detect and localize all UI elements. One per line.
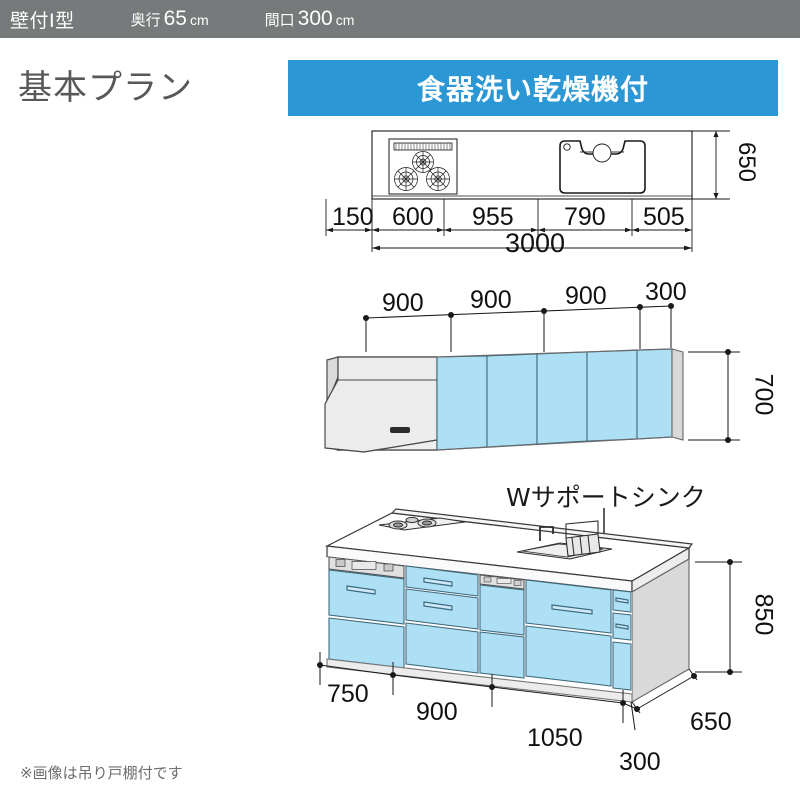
plan-segment-150: 150 [332, 203, 374, 231]
base-drawer-lower [405, 622, 479, 674]
plan-segment-600: 600 [392, 203, 434, 231]
header-depth-group: 奥行 65 cm [109, 7, 209, 31]
header-width-unit: cm [335, 12, 355, 28]
wall-cabinet-door [636, 348, 673, 440]
dishwasher-door [479, 584, 525, 636]
base-drawer-right-upper [612, 589, 632, 613]
header-width-label: 間口 [264, 12, 295, 29]
plan-title: 基本プラン [18, 68, 193, 108]
base-depth-label: 650 [690, 708, 732, 736]
wall-segment-900-c: 900 [565, 282, 607, 310]
wall-cabinet-height-dimension [688, 349, 740, 443]
plan-total-label: 3000 [505, 228, 566, 258]
wall-cabinet-door [486, 353, 538, 448]
base-door-lower-left [328, 617, 405, 669]
oven-control-panel [328, 556, 405, 579]
base-door-oven [328, 569, 405, 625]
wall-height-label: 700 [749, 373, 778, 416]
sink-callout-leader [600, 508, 608, 562]
burner-right [426, 167, 450, 191]
header-width-group: 間口 300 cm [243, 7, 355, 31]
plan-depth-dimension [692, 130, 730, 200]
burner-left [394, 167, 418, 191]
base-height-dimension [695, 559, 742, 675]
wall-segment-300: 300 [645, 278, 687, 306]
base-door-sink-lower [525, 625, 612, 687]
base-cabinet-handles [346, 577, 629, 630]
range-hood [326, 356, 438, 451]
header-depth-value: 65 [163, 7, 187, 30]
plan-view-group [371, 130, 693, 200]
dishwasher-control-panel [479, 574, 525, 590]
plan-depth-label: 650 [733, 141, 761, 183]
plan-sink-icon [559, 140, 646, 194]
plan-segment-955: 955 [472, 203, 514, 231]
base-drawer-mid [405, 588, 479, 630]
range-hood-control [390, 427, 410, 433]
base-cooktop [378, 516, 466, 531]
plan-sink-details [563, 143, 624, 163]
wall-cabinet-door [436, 355, 488, 451]
base-sink [516, 520, 613, 560]
sink-callout-label: Wサポートシンク [506, 483, 706, 512]
feature-banner: 食器洗い乾燥機付 [288, 60, 778, 116]
base-drawer-right-mid [612, 612, 632, 641]
base-height-label: 850 [749, 593, 778, 636]
base-segment-1050: 1050 [527, 724, 583, 752]
base-cabinet-group [326, 556, 690, 703]
range-hood-body [324, 356, 438, 453]
wall-segment-900-b: 900 [470, 286, 512, 314]
burner-rear [412, 151, 434, 173]
feature-banner-label: 食器洗い乾燥機付 [416, 73, 649, 106]
plan-segment-505: 505 [643, 203, 685, 231]
wall-cabinet-group [436, 348, 684, 451]
header-depth-label: 奥行 [130, 12, 161, 29]
base-segment-900: 900 [416, 698, 458, 726]
wall-segment-900-a: 900 [382, 289, 424, 317]
wall-cabinet-door [536, 351, 588, 445]
header-width-value: 300 [297, 7, 333, 30]
base-door-sink [525, 579, 612, 634]
base-door-dishwasher-lower [479, 631, 525, 679]
plan-segment-790: 790 [564, 203, 606, 231]
header-depth-unit: cm [189, 12, 209, 28]
base-segment-300: 300 [619, 748, 661, 776]
base-depth-dimension [631, 668, 698, 714]
wall-cabinet-door [586, 349, 638, 442]
header-bar: 壁付Ⅰ型 奥行 65 cm 間口 300 cm [0, 0, 800, 38]
base-segment-750: 750 [327, 680, 369, 708]
base-drawer-upper [405, 565, 479, 597]
footnote: ※画像は吊り戸棚付です [20, 764, 183, 782]
plan-cooktop-icon [388, 138, 458, 195]
base-drawer-right-lower [612, 641, 632, 691]
base-counter-top [324, 508, 694, 594]
header-layout-type: 壁付Ⅰ型 [10, 10, 75, 32]
